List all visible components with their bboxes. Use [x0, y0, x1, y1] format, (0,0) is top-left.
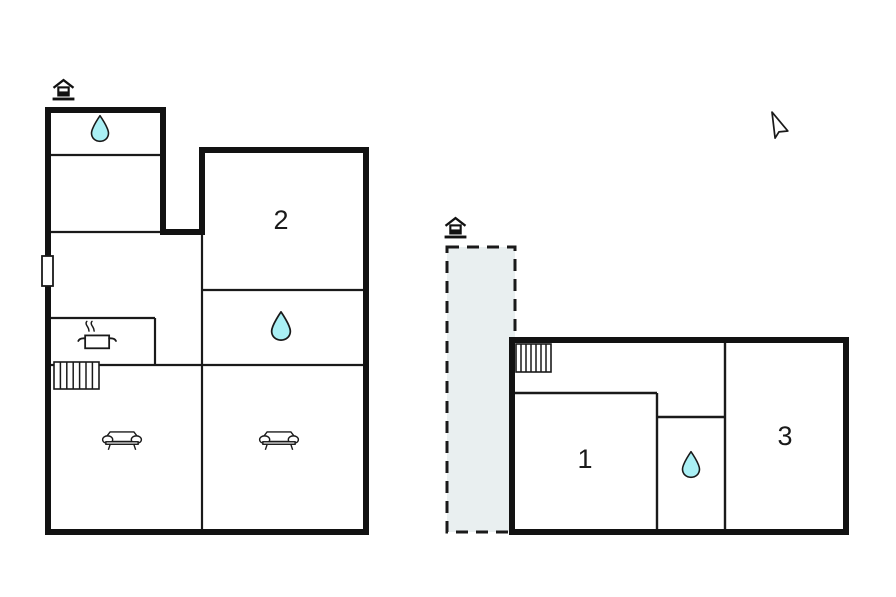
left-interior-walls: [48, 153, 366, 532]
room-label-3: 3: [777, 421, 792, 451]
left-exterior-wall: [45, 107, 369, 535]
room-label-1: 1: [577, 444, 592, 474]
right-floor-fill: [512, 340, 846, 532]
right-floor-plan: 1 3: [444, 216, 849, 535]
house-entrance-icon: [52, 78, 75, 101]
staircase-icon: [53, 361, 100, 390]
mouse-cursor-icon: [771, 111, 789, 139]
house-entrance-icon: [444, 216, 467, 239]
window-icon: [41, 255, 54, 287]
staircase-icon: [515, 343, 552, 373]
right-exterior-wall: [509, 337, 849, 535]
left-floor-fill: [48, 110, 366, 532]
right-interior-walls: [512, 340, 727, 532]
room-label-2: 2: [273, 205, 288, 235]
terrace-area: [445, 245, 517, 534]
left-floor-plan: 2: [41, 78, 369, 535]
